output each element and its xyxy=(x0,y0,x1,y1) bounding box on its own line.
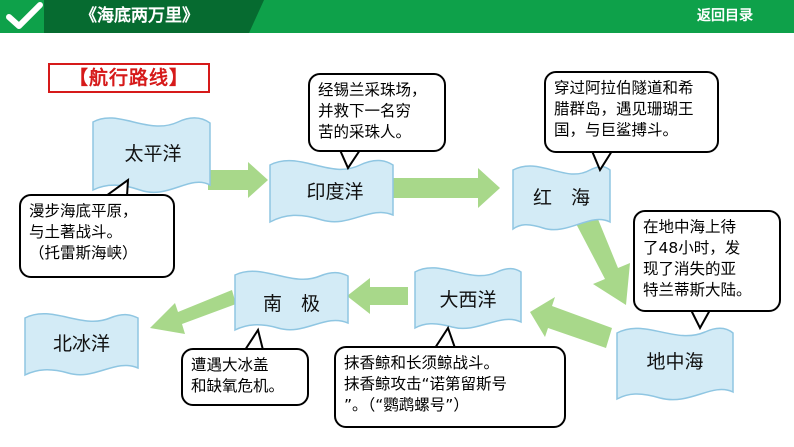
flag-redsea xyxy=(512,165,611,231)
node-indian-ocean: 印度洋 xyxy=(306,181,364,203)
route-section-label: 【航行路线】 xyxy=(48,63,210,93)
arrow-pacific-to-indian xyxy=(208,162,268,198)
note-line: 在地中海上待 xyxy=(643,218,737,236)
note-line: 腊群岛，遇见珊瑚王 xyxy=(554,100,694,118)
flag-indian xyxy=(269,159,394,224)
note-tail-southpole xyxy=(243,327,265,351)
flag-atlantic xyxy=(414,267,522,330)
note-line: 遭遇大冰盖 xyxy=(191,356,269,374)
node-arctic-ocean: 北冰洋 xyxy=(52,333,110,355)
note-line: 抹香鲸和长须鲸战斗。 xyxy=(344,354,500,372)
flag-mediterranean xyxy=(616,327,734,401)
note-mediterranean: 在地中海上待 了48小时，发 现了消失的亚 特兰蒂斯大陆。 xyxy=(633,210,781,312)
arrow-southpole-to-arctic xyxy=(150,290,236,334)
node-atlantic-ocean: 大西洋 xyxy=(439,289,497,311)
flag-southpole xyxy=(234,270,349,332)
note-line: 并救下一名穷 xyxy=(318,102,412,120)
note-line: 了48小时，发 xyxy=(643,239,741,257)
note-tail-indian xyxy=(338,149,362,171)
note-tail-mediterranean xyxy=(689,309,712,331)
note-pacific: 漫步海底平原， 与土著战斗。 （托雷斯海峡） xyxy=(19,194,175,278)
note-atlantic: 抹香鲸和长须鲸战斗。 抹香鲸攻击“诺第留斯号 ”。（“鹦鹉螺号”） xyxy=(334,346,566,428)
note-line: 特兰蒂斯大陆。 xyxy=(643,281,752,299)
arrow-atlantic-to-southpole xyxy=(347,278,408,314)
checkmark-icon xyxy=(6,2,43,29)
arrow-mediterranean-to-atlantic xyxy=(530,297,612,348)
node-red-sea: 红 海 xyxy=(532,187,590,209)
node-mediterranean: 地中海 xyxy=(646,351,704,373)
title-tab-shape xyxy=(44,0,264,33)
flag-arctic xyxy=(24,313,139,377)
note-line: ”。（“鹦鹉螺号”） xyxy=(344,396,469,414)
note-line: （托雷斯海峡） xyxy=(29,244,138,262)
note-line: 苦的采珠人。 xyxy=(318,123,412,141)
note-indian: 经锡兰采珠场， 并救下一名穷 苦的采珠人。 xyxy=(308,73,446,152)
note-line: 抹香鲸攻击“诺第留斯号 xyxy=(344,375,508,393)
back-to-contents-button[interactable]: 返回目录 xyxy=(697,8,753,24)
note-line: 穿过阿拉伯隧道和希 xyxy=(554,79,694,97)
page-title: 《海底两万里》 xyxy=(80,6,199,26)
note-line: 漫步海底平原， xyxy=(29,202,138,220)
note-line: 与土著战斗。 xyxy=(29,223,123,241)
arrow-indian-to-redsea xyxy=(393,168,500,208)
note-line: 国，与巨鲨搏斗。 xyxy=(554,121,679,139)
node-south-pole: 南 极 xyxy=(262,293,320,315)
node-pacific-ocean: 太平洋 xyxy=(124,143,182,165)
arrow-redsea-to-mediterranean xyxy=(572,207,630,305)
note-line: 现了消失的亚 xyxy=(643,260,737,278)
header-bar: 《海底两万里》 返回目录 xyxy=(0,0,794,33)
note-red-sea: 穿过阿拉伯隧道和希 腊群岛，遇见珊瑚王 国，与巨鲨搏斗。 xyxy=(544,71,719,153)
note-tail-atlantic xyxy=(433,325,457,349)
note-south-pole: 遭遇大冰盖 和缺氧危机。 xyxy=(181,348,309,406)
note-line: 和缺氧危机。 xyxy=(191,377,285,395)
note-line: 经锡兰采珠场， xyxy=(318,81,427,99)
